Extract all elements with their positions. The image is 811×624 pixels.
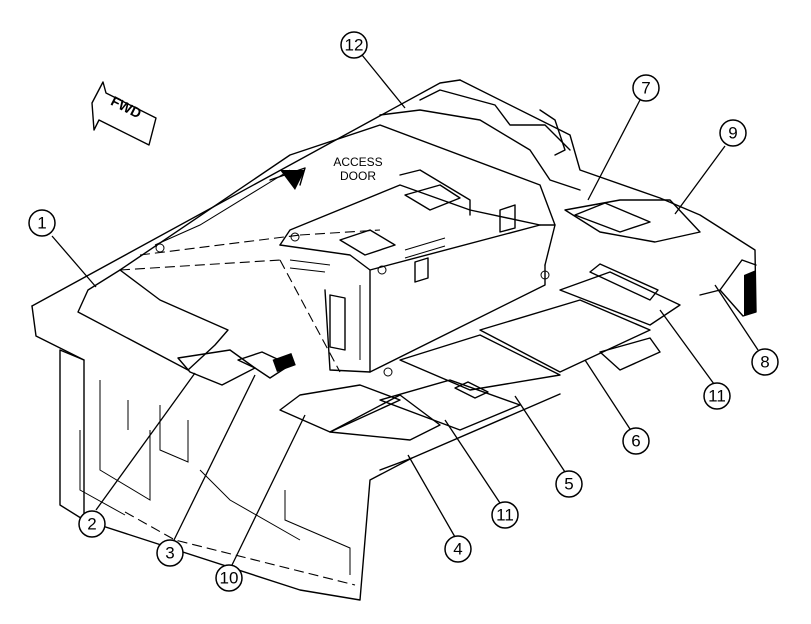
callout-2: 2 — [78, 510, 106, 538]
svg-text:2: 2 — [87, 515, 96, 534]
callout-11-center: 11 — [491, 501, 519, 529]
callout-9: 9 — [719, 119, 747, 147]
callout-10: 10 — [215, 564, 243, 592]
callout-1: 1 — [28, 209, 56, 237]
svg-text:4: 4 — [453, 540, 462, 559]
access-door-label-line2: DOOR — [340, 169, 376, 183]
svg-text:5: 5 — [564, 475, 573, 494]
svg-text:3: 3 — [165, 544, 174, 563]
access-door-label-line1: ACCESS — [333, 155, 382, 169]
callout-4: 4 — [444, 535, 472, 563]
callout-8: 8 — [751, 348, 779, 376]
svg-text:11: 11 — [496, 506, 514, 525]
callout-6: 6 — [622, 427, 650, 455]
callout-7: 7 — [632, 74, 660, 102]
floor-panels — [77, 89, 701, 441]
svg-text:12: 12 — [345, 36, 364, 55]
callout-12: 12 — [340, 31, 368, 59]
svg-text:1: 1 — [37, 214, 46, 233]
access-door-housing — [119, 124, 556, 377]
svg-text:10: 10 — [220, 569, 239, 588]
svg-text:6: 6 — [631, 432, 640, 451]
callout-11-right: 11 — [703, 382, 731, 410]
callout-5: 5 — [555, 470, 583, 498]
leader-lines — [51, 54, 759, 566]
fwd-arrow-icon: FWD — [91, 81, 157, 146]
svg-text:9: 9 — [728, 124, 737, 143]
svg-text:7: 7 — [641, 79, 650, 98]
svg-text:8: 8 — [760, 353, 769, 372]
callout-3: 3 — [156, 539, 184, 567]
svg-text:11: 11 — [708, 387, 726, 406]
floor-structure — [31, 79, 757, 601]
